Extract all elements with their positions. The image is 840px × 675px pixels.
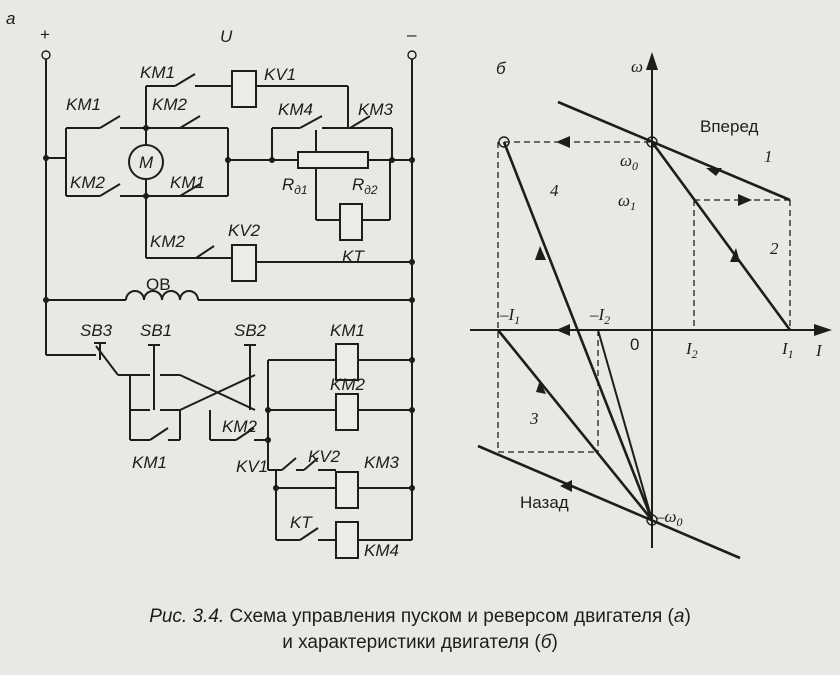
caption-end-1: ) [684,606,691,627]
km4-coil [335,521,359,559]
kt-label: KT [342,247,365,266]
km2-label-b: KM2 [70,173,106,192]
km1-label-a: KM1 [66,95,101,114]
km2-label-a: KM2 [152,95,188,114]
caption-line-2: и характеристики двигателя (б) [0,632,840,654]
caption-prefix: Рис. 3.4. [149,606,225,627]
omega-axis-arrow [646,52,658,70]
caption-ref-b: б [540,632,552,653]
neg-i2-label: –I2 [589,305,610,327]
current-axis-label: I [815,341,823,360]
km1-coil-label: KM1 [330,321,365,340]
neg-i1-label: –I1 [499,305,520,327]
current-axis-arrow [814,324,832,336]
curve-4-label: 4 [550,181,559,200]
backward-label: Назад [520,493,569,512]
km2-contact-a [179,115,201,129]
rd2-label: Rд2 [352,175,378,197]
kv1-contact-label: KV1 [236,457,268,476]
km1-contact-kv1 [174,73,196,87]
kv2-coil [231,244,257,282]
km1-hold-label: KM1 [132,453,167,472]
forward-label: Вперед [700,117,759,136]
panel-a-label: а [6,9,15,28]
km2-label-kv2: KM2 [150,232,186,251]
caption-end-2: ) [551,632,558,653]
kv2-contact [303,457,319,471]
field-winding [125,290,199,301]
km1-contact-a [99,115,121,129]
characteristic-3 [496,329,654,521]
km2-coil-label: KM2 [330,375,366,394]
plus-terminal-label: + [40,25,50,44]
circuit-diagram: а + – U M KM1 KM2 KM2 KM1 KM1 [6,9,417,560]
minus-terminal-label: – [407,25,417,44]
km1-coil [335,343,359,381]
km3-coil-label: KM3 [364,453,400,472]
characteristic-1 [557,100,791,202]
curve-1-label: 1 [764,147,773,166]
i2-label: I2 [685,339,698,361]
neg-omega0-label: –ω0 [655,507,683,529]
km2-contact-kv2 [195,245,215,259]
omega-axis-label: ω [631,57,643,76]
curve-3-label: 3 [529,409,539,428]
km2-hold-label: KM2 [222,417,258,436]
caption-line-1: Рис. 3.4. Схема управления пуском и реве… [0,606,840,628]
voltage-label: U [220,27,233,46]
kt-contact [299,527,319,541]
kv1-contact [281,457,297,471]
characteristic-reverse [477,444,741,560]
i1-label: I1 [781,339,794,361]
sb2-label: SB2 [234,321,267,340]
caption-text-2: и характеристики двигателя ( [282,632,541,653]
kv1-coil [231,70,257,108]
kt-coil [339,203,363,241]
motor-label: M [139,153,154,172]
km1-contact-b [179,183,201,197]
km2-coil [335,393,359,431]
km1-hold-contact [149,427,169,441]
omega1-label: ω1 [618,191,636,213]
characteristic-4 [502,141,654,521]
characteristic-2 [650,141,792,331]
origin-label: 0 [630,335,639,354]
km1-label-kv1: KM1 [140,63,175,82]
km2-hold-contact [235,427,255,441]
panel-b-label: б [496,59,507,78]
km4-coil-label: KM4 [364,541,399,560]
km4-label: KM4 [278,100,313,119]
km2-contact-b [99,183,121,197]
sb3-label: SB3 [80,321,113,340]
resistor-rd [297,151,369,169]
kv1-label: KV1 [264,65,296,84]
minus-terminal [407,50,417,60]
sb1-label: SB1 [140,321,172,340]
km3-label: KM3 [358,100,394,119]
characteristics-diagram: б ω I 0 Вперед Назад ω0 [470,52,832,560]
km3-contact [349,115,371,129]
caption-ref-a: а [673,606,685,627]
kt-contact-label: KT [290,513,313,532]
kv2-contact-label: KV2 [308,447,341,466]
rd1-label: Rд1 [282,175,308,197]
plus-terminal [41,50,51,60]
field-winding-label: ОВ [146,275,171,294]
omega0-label: ω0 [620,151,638,173]
km1-label-b: KM1 [170,173,205,192]
figure-canvas: а + – U M KM1 KM2 KM2 KM1 KM1 [6,9,832,560]
kv2-label: KV2 [228,221,261,240]
caption-text-1: Схема управления пуском и реверсом двига… [224,606,674,627]
curve-2-label: 2 [770,239,779,258]
km3-coil [335,471,359,509]
km4-contact [299,115,323,129]
